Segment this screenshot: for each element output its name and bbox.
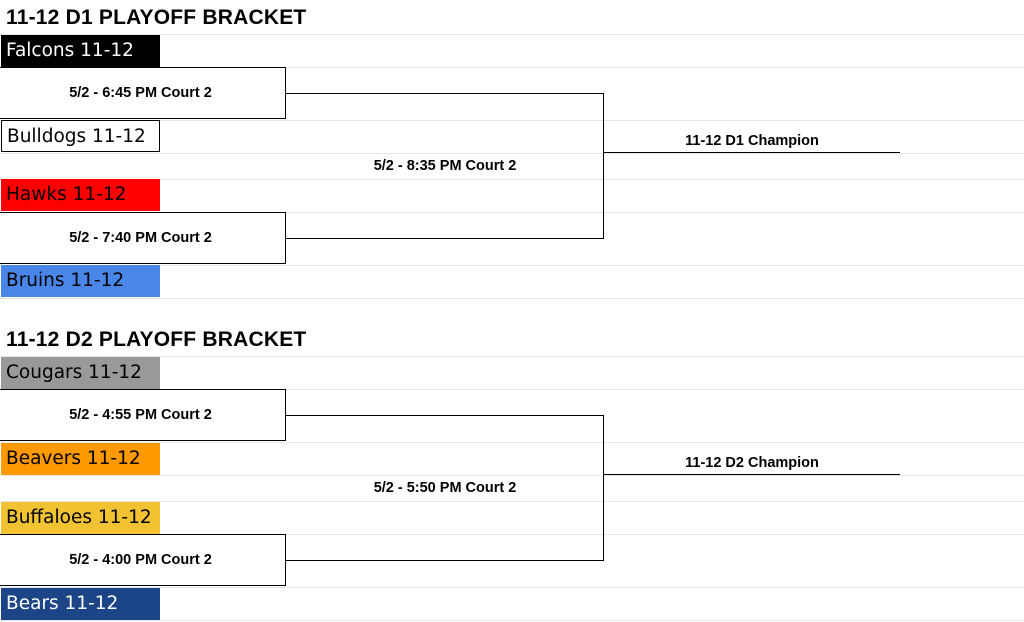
gridline [0, 389, 1024, 390]
d2-team-slot-1[interactable]: Cougars 11-12 [1, 357, 160, 389]
gridline [0, 534, 1024, 535]
d1-team-slot-1[interactable]: Falcons 11-12 [1, 35, 160, 67]
d2-game2-label: 5/2 - 4:00 PM Court 2 [69, 552, 212, 568]
d2-bracket-title: 11-12 D2 PLAYOFF BRACKET [6, 328, 307, 351]
d2-team-slot-2[interactable]: Beavers 11-12 [1, 443, 160, 475]
gridline [0, 67, 1024, 68]
gridline [0, 356, 1024, 357]
d1-champion-label: 11-12 D1 Champion [685, 133, 819, 149]
d1-team-slot-4[interactable]: Bruins 11-12 [1, 265, 160, 297]
d2-champion-line [604, 474, 900, 475]
gridline [0, 153, 1024, 154]
d2-champion-label: 11-12 D2 Champion [685, 455, 819, 471]
d1-game2-label: 5/2 - 7:40 PM Court 2 [69, 230, 212, 246]
gridline [0, 501, 1024, 502]
d2-team-slot-3[interactable]: Buffaloes 11-12 [1, 502, 160, 534]
d1-final-game-label[interactable]: 5/2 - 8:35 PM Court 2 [373, 158, 517, 174]
gridline [0, 587, 1024, 588]
d2-final-connector [286, 415, 604, 561]
gridline [0, 179, 1024, 180]
gridline [0, 298, 1024, 299]
d1-game1-label: 5/2 - 6:45 PM Court 2 [69, 85, 212, 101]
gridline [0, 265, 1024, 266]
gridline [0, 620, 1024, 621]
gridline [0, 212, 1024, 213]
d2-team-slot-4[interactable]: Bears 11-12 [1, 588, 160, 620]
d2-final-game-label[interactable]: 5/2 - 5:50 PM Court 2 [373, 480, 517, 496]
d1-team-slot-2[interactable]: Bulldogs 11-12 [1, 120, 160, 152]
d1-bracket-title: 11-12 D1 PLAYOFF BRACKET [6, 6, 307, 29]
d1-champion-line [604, 152, 900, 153]
gridline [0, 442, 1024, 443]
gridline [0, 34, 1024, 35]
d2-game1-label: 5/2 - 4:55 PM Court 2 [69, 407, 212, 423]
d1-team-slot-3[interactable]: Hawks 11-12 [1, 179, 160, 211]
gridline [0, 120, 1024, 121]
d1-game1-box[interactable]: 5/2 - 6:45 PM Court 2 [0, 67, 286, 119]
gridline [0, 475, 1024, 476]
d1-final-connector [286, 93, 604, 239]
d1-game2-box[interactable]: 5/2 - 7:40 PM Court 2 [0, 212, 286, 264]
d2-game2-box[interactable]: 5/2 - 4:00 PM Court 2 [0, 534, 286, 586]
d2-game1-box[interactable]: 5/2 - 4:55 PM Court 2 [0, 389, 286, 441]
